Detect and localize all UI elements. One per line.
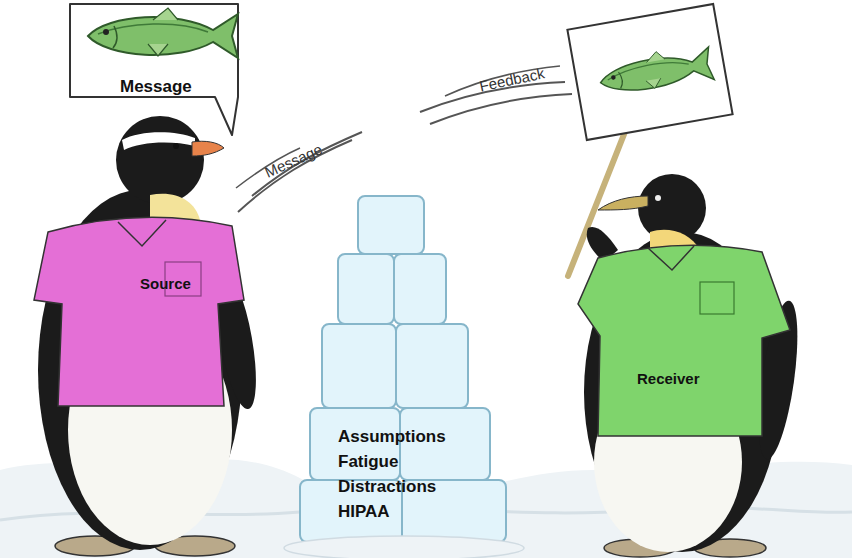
penguin-head <box>116 116 204 204</box>
motion-line <box>252 132 362 196</box>
node-text: Assumptions <box>338 424 446 449</box>
ice-block <box>394 254 446 324</box>
node-text: Fatigue <box>338 449 446 474</box>
shirt-pocket <box>700 282 734 314</box>
receiver-shirt-label: Receiver <box>637 369 700 388</box>
shirt-collar <box>118 220 166 246</box>
node-text: Message <box>120 76 192 97</box>
green-shirt <box>578 245 790 436</box>
node-text: Distractions <box>338 474 446 499</box>
motion-line <box>238 140 352 212</box>
sign-board <box>567 4 732 140</box>
penguin-beak <box>192 141 224 156</box>
arrow-label: Feedback <box>478 64 546 94</box>
source-shirt-label: Source <box>140 274 191 293</box>
snow-mound <box>284 536 524 558</box>
ice-block <box>358 196 424 254</box>
motion-line <box>430 94 572 124</box>
ice-block <box>396 324 468 408</box>
barrier-list: AssumptionsFatigueDistractionsHIPAA <box>338 424 446 524</box>
fish-icon <box>88 8 238 58</box>
speech-bubble-text-box: Message <box>120 76 192 97</box>
penguin-eye <box>173 143 179 149</box>
source-penguin <box>34 116 264 556</box>
penguin-beak <box>598 196 648 210</box>
ice-block <box>322 324 396 408</box>
node-text: Receiver <box>637 369 700 388</box>
feedback-sign <box>567 4 732 140</box>
fish-icon <box>597 43 714 99</box>
pink-shirt <box>34 217 244 406</box>
speech-bubble <box>70 4 238 135</box>
receiver-penguin <box>568 104 805 557</box>
penguin-eye <box>655 195 661 201</box>
arrow-label: Message <box>262 140 325 180</box>
penguin-face-stripe <box>122 132 195 150</box>
node-text: Source <box>140 274 191 293</box>
ice-wall <box>300 196 506 542</box>
ice-block <box>338 254 394 324</box>
node-text: HIPAA <box>338 499 446 524</box>
shirt-collar <box>648 246 694 270</box>
